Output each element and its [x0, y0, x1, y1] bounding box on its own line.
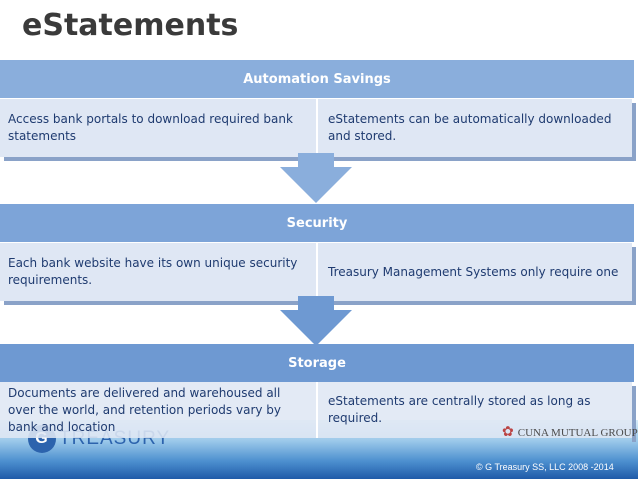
- section-3-left-text: Documents are delivered and warehoused a…: [0, 382, 316, 438]
- section-2-left-text: Each bank website have its own unique se…: [0, 243, 316, 301]
- section-heading-storage: Storage: [0, 344, 634, 382]
- section-heading-automation: Automation Savings: [0, 60, 634, 98]
- slide-title: eStatements: [22, 8, 239, 43]
- section-heading-security: Security: [0, 204, 634, 242]
- cuna-logo-icon: ✿: [502, 425, 514, 440]
- copyright-text: © G Treasury SS, LLC 2008 -2014: [476, 462, 614, 472]
- section-3-right-text: eStatements are centrally stored as long…: [316, 382, 636, 442]
- section-1-left-text: Access bank portals to download required…: [0, 99, 316, 157]
- section-2-right-text: Treasury Management Systems only require…: [316, 243, 636, 305]
- partner-name: CUNA MUTUAL GROUP: [517, 426, 638, 439]
- down-arrow-icon: [280, 153, 352, 203]
- cuna-mutual-logo: ✿ CUNA MUTUAL GROUP: [502, 424, 638, 441]
- down-arrow-icon: [280, 296, 352, 346]
- section-1-right-text: eStatements can be automatically downloa…: [316, 99, 636, 161]
